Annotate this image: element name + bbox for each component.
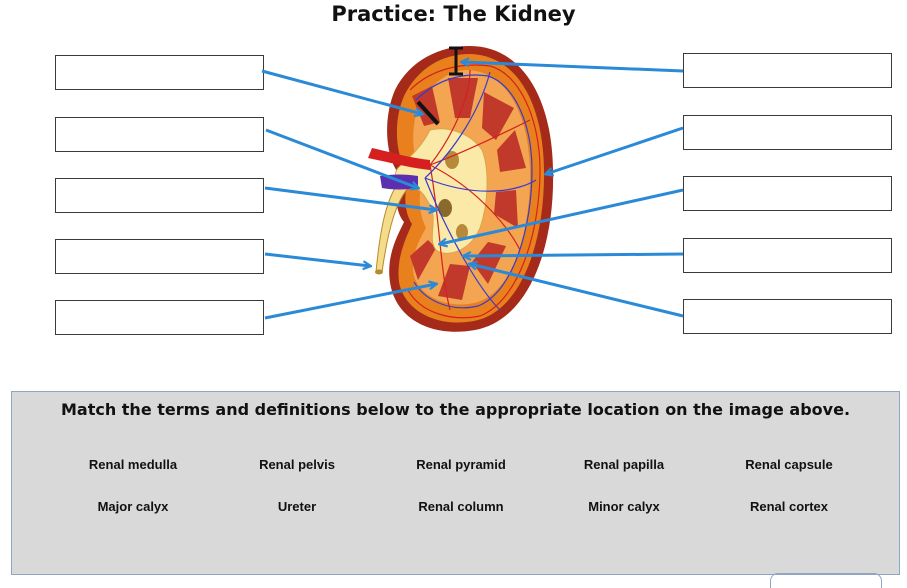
pointer-arrows [261,62,684,320]
arrow-right-3 [440,188,684,244]
arrow-left-1 [261,69,422,114]
kidney-illustration [368,46,554,332]
label-box-left-1[interactable] [55,55,264,90]
label-box-left-2[interactable] [55,117,264,152]
terms-panel: Match the terms and definitions below to… [11,391,900,575]
term-minor-calyx[interactable]: Minor calyx [588,499,660,514]
term-renal-medulla[interactable]: Renal medulla [88,457,178,472]
term-renal-pyramid[interactable]: Renal pyramid [416,457,506,472]
term-renal-capsule[interactable]: Renal capsule [745,457,833,472]
term-ureter[interactable]: Ureter [277,499,317,514]
label-box-right-5[interactable] [683,299,892,334]
renal-pyramid-shape [448,78,478,118]
label-box-right-3[interactable] [683,176,892,211]
label-box-right-4[interactable] [683,238,892,273]
term-major-calyx[interactable]: Major calyx [97,499,169,514]
arrow-left-2 [265,128,418,188]
arrow-right-2 [546,126,684,174]
arrow-left-3 [264,186,436,210]
arrow-right-1 [462,62,684,73]
instructions-text: Match the terms and definitions below to… [60,400,851,419]
term-renal-cortex[interactable]: Renal cortex [749,499,829,514]
label-box-left-4[interactable] [55,239,264,274]
label-box-right-2[interactable] [683,115,892,150]
term-renal-column[interactable]: Renal column [418,499,504,514]
kidney-diagram [261,46,684,332]
term-renal-papilla[interactable]: Renal papilla [583,457,665,472]
label-box-left-3[interactable] [55,178,264,213]
label-box-left-5[interactable] [55,300,264,335]
arrow-right-5 [470,264,684,318]
term-renal-pelvis[interactable]: Renal pelvis [259,457,335,472]
arrow-left-4 [264,252,370,266]
arrow-right-4 [464,254,684,256]
page-title: Practice: The Kidney [331,2,576,26]
label-box-right-1[interactable] [683,53,892,88]
arrow-left-5 [264,284,436,320]
